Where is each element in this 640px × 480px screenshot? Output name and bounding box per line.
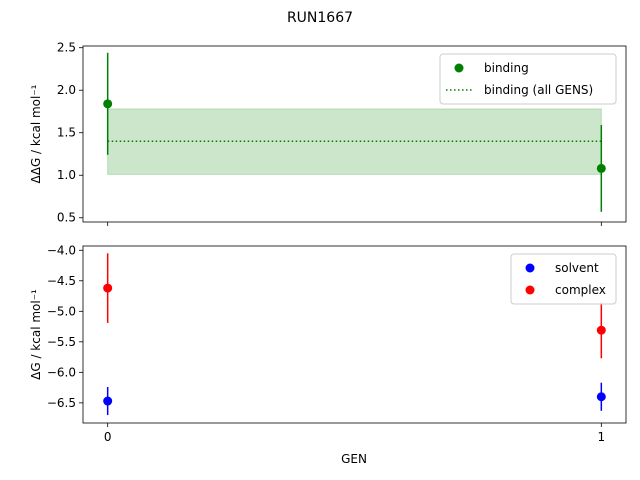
legend-label: solvent: [555, 261, 599, 275]
legend-marker: [525, 285, 535, 295]
legend-marker: [525, 263, 535, 273]
y-tick-label: 2.0: [57, 83, 76, 97]
legend-box: [439, 53, 617, 105]
legend-label: binding: [484, 61, 529, 75]
y-tick-label: −5.5: [47, 335, 76, 349]
y-tick-label: 0.5: [57, 211, 76, 225]
y-tick-label: −5.0: [47, 304, 76, 318]
data-point: [103, 99, 113, 109]
data-point: [596, 392, 606, 402]
x-tick-label: 0: [104, 430, 112, 444]
y-tick-label: 2.5: [57, 41, 76, 55]
x-tick-label: 1: [597, 430, 605, 444]
y-tick-label: 1.5: [57, 126, 76, 140]
data-point: [596, 325, 606, 335]
legend-box: [510, 253, 617, 305]
axes-frame: [82, 245, 627, 424]
axes-frame: [82, 45, 627, 223]
y-tick-label: −6.0: [47, 365, 76, 379]
y-tick-label: −4.0: [47, 243, 76, 257]
reference-band: [107, 108, 602, 175]
legend-marker: [454, 63, 464, 73]
data-point: [103, 283, 113, 293]
y-tick-label: −6.5: [47, 396, 76, 410]
bottom-panel: −6.5 −6.0 −5.5 −5.0 −4.5 −4.0 0 1 ΔG / kcal mol⁻…: [29, 243, 627, 444]
figure-title: RUN1667: [287, 10, 353, 26]
y-tick-label: 1.0: [57, 168, 76, 182]
data-point: [596, 163, 606, 173]
y-axis-label: ΔG / kcal mol⁻¹: [29, 289, 43, 380]
y-tick-label: −4.5: [47, 274, 76, 288]
legend-label: binding (all GENS): [484, 83, 593, 97]
legend-label: complex: [555, 283, 606, 297]
data-point: [103, 396, 113, 406]
x-axis-label: GEN: [341, 452, 367, 466]
y-axis-label: ΔΔG / kcal mol⁻¹: [29, 84, 43, 183]
